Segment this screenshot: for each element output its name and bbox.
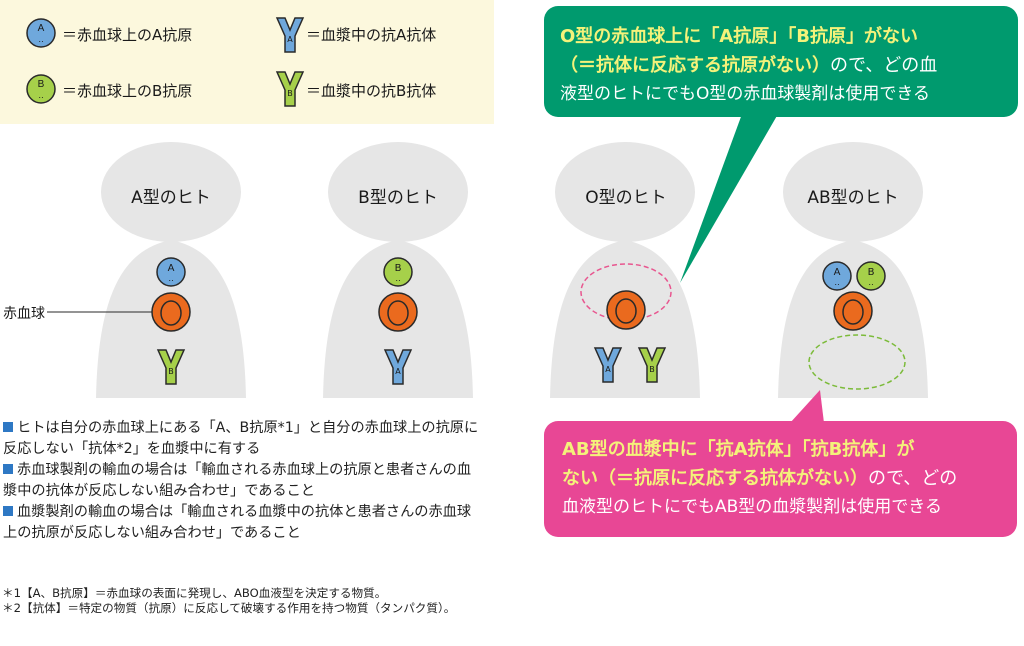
callout-ab-line1-a: AB型の血漿中に	[562, 439, 698, 460]
svg-text:A: A	[605, 365, 611, 374]
svg-text:‥: ‥	[868, 278, 873, 287]
note-text: 血漿製剤の輸血の場合は「輸血される血漿中の抗体と患者さんの赤血球上の抗原が反応し…	[3, 504, 472, 541]
svg-text:A: A	[395, 367, 401, 376]
svg-text:‥: ‥	[395, 274, 400, 283]
callout-o-line1-b: 「A抗原」「B抗原」	[701, 26, 864, 47]
person-b-rbc	[378, 292, 418, 332]
legend-antigen-b-text: ＝赤血球上のB抗原	[62, 82, 193, 100]
svg-text:B: B	[168, 367, 174, 376]
callout-ab-line1-c: が	[896, 439, 915, 460]
person-ab-antigen-b: B ‥	[856, 261, 886, 291]
person-ab-silhouette	[778, 142, 928, 398]
person-a-rbc	[151, 292, 191, 332]
svg-text:A: A	[834, 267, 841, 278]
legend-antigen-b-icon: B ‥	[26, 74, 56, 104]
callout-o-line2-a: （＝抗体に反応する抗原がない）	[560, 55, 830, 76]
figure-label-type-b: B型のヒト	[358, 188, 438, 208]
figure-label-type-a: A型のヒト	[131, 188, 211, 208]
svg-text:B: B	[395, 263, 402, 274]
note-item: 血漿製剤の輸血の場合は「輸血される血漿中の抗体と患者さんの赤血球上の抗原が反応し…	[3, 502, 483, 544]
callout-o-line1-c: がない	[863, 26, 918, 47]
callout-ab-line2-a: ない	[562, 468, 598, 489]
callout-o-line1-a: O型の赤血球上に	[560, 26, 702, 47]
svg-text:B: B	[868, 267, 875, 278]
person-b-antibody-a: A	[383, 349, 413, 385]
bullet-square-icon	[3, 422, 13, 432]
footnote-1: ＊1【A、B抗原】＝赤血球の表面に発現し、ABO血液型を決定する物質。	[2, 586, 387, 600]
note-text: 赤血球製剤の輸血の場合は「輸血される赤血球上の抗原と患者さんの血漿中の抗体が反応…	[3, 462, 472, 499]
person-a-antibody-b: B	[156, 349, 186, 385]
legend-antigen-a-text: ＝赤血球上のA抗原	[62, 26, 193, 44]
svg-text:‥: ‥	[834, 278, 839, 287]
person-ab-antigen-a: A ‥	[822, 261, 852, 291]
callout-ab-line2-c: ので、どの	[868, 468, 958, 489]
svg-text:B: B	[649, 365, 655, 374]
callout-o-tail	[680, 114, 778, 283]
svg-text:B: B	[38, 79, 45, 90]
legend-antigen-a-icon: A ‥	[26, 18, 56, 48]
svg-text:A: A	[38, 23, 45, 34]
person-o-antibody-b: B	[637, 347, 667, 383]
callout-o-line3: 液型のヒトにでもO型の赤血球製剤は使用できる	[560, 84, 931, 104]
person-o-antibody-a: A	[593, 347, 623, 383]
note-item: ヒトは自分の赤血球上にある「A、B抗原*1」と自分の赤血球上の抗原に反応しない「…	[3, 418, 483, 460]
person-o-rbc	[606, 290, 646, 330]
bullet-square-icon	[3, 464, 13, 474]
rbc-label: 赤血球	[3, 306, 45, 322]
person-o-silhouette	[550, 142, 700, 398]
callout-o-line2-b: ので、どの血	[830, 55, 938, 76]
footnote-2: ＊2【抗体】＝特定の物質（抗原）に反応して破壊する作用を持つ物質（タンパク質）。	[2, 601, 456, 615]
svg-text:‥: ‥	[38, 35, 43, 44]
person-b-antigen-b: B ‥	[383, 257, 413, 287]
callout-ab-line3: 血液型のヒトにでもAB型の血漿製剤は使用できる	[562, 497, 942, 517]
callout-ab-line2-b: （＝抗原に反応する抗体がない）	[598, 468, 868, 489]
figure-label-type-ab: AB型のヒト	[807, 188, 899, 208]
callout-ab-tail	[790, 390, 824, 423]
callout-type-ab: AB型の血漿中に「抗A抗体」「抗B抗体」が ない（＝抗原に反応する抗体がない）の…	[544, 421, 1017, 537]
bullet-square-icon	[3, 506, 13, 516]
note-text: ヒトは自分の赤血球上にある「A、B抗原*1」と自分の赤血球上の抗原に反応しない「…	[3, 420, 479, 457]
legend-antibody-b-text: ＝血漿中の抗B抗体	[306, 82, 437, 100]
svg-text:A: A	[287, 35, 293, 44]
legend-box	[0, 0, 494, 124]
svg-text:‥: ‥	[168, 274, 173, 283]
person-a-antigen-a: A ‥	[156, 257, 186, 287]
callout-type-o: O型の赤血球上に「A抗原」「B抗原」がない （＝抗体に反応する抗原がない）ので、…	[544, 6, 1018, 117]
legend-antibody-a-text: ＝血漿中の抗A抗体	[306, 26, 437, 44]
callout-ab-line1-b: 「抗A抗体」「抗B抗体」	[697, 439, 897, 460]
legend-antibody-b-icon: B	[275, 71, 305, 107]
svg-text:‥: ‥	[38, 91, 43, 100]
svg-text:B: B	[287, 89, 293, 98]
svg-text:A: A	[168, 263, 175, 274]
note-item: 赤血球製剤の輸血の場合は「輸血される赤血球上の抗原と患者さんの血漿中の抗体が反応…	[3, 460, 483, 502]
person-ab-missing-antibodies-ring	[808, 334, 906, 390]
person-ab-rbc	[833, 291, 873, 331]
figure-label-type-o: O型のヒト	[585, 188, 667, 208]
legend-antibody-a-icon: A	[275, 17, 305, 53]
footnotes: ＊1【A、B抗原】＝赤血球の表面に発現し、ABO血液型を決定する物質。 ＊2【抗…	[2, 586, 482, 616]
explanation-notes: ヒトは自分の赤血球上にある「A、B抗原*1」と自分の赤血球上の抗原に反応しない「…	[3, 418, 483, 544]
